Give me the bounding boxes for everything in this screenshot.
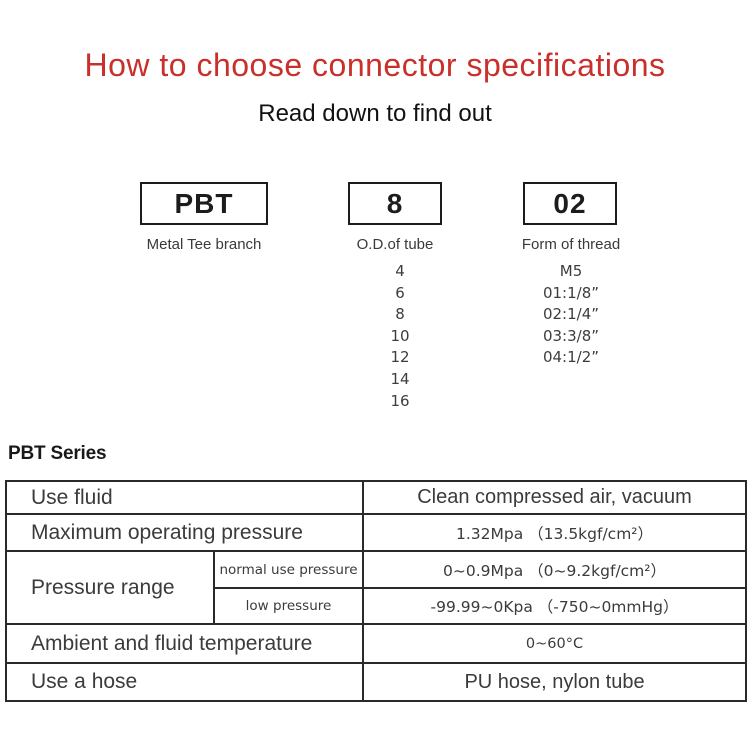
spec-sublabel-normal-pressure: normal use pressure: [212, 550, 365, 589]
thread-form-option: 01:1/8”: [542, 283, 600, 302]
thread-form-option: 03:3/8”: [542, 326, 600, 345]
tube-size-option: 6: [395, 283, 405, 302]
thread-form-option-list: M5 01:1/8” 02:1/4” 03:3/8” 04:1/2”: [543, 261, 599, 369]
thread-form-option: 02:1/4”: [542, 305, 600, 324]
table-row-hose: Use a hose PU hose, nylon tube: [4, 662, 748, 702]
code-label-thread: Form of thread: [521, 236, 621, 253]
code-label-tube-size: O.D.of tube: [356, 236, 434, 253]
thread-form-option: 04:1/2”: [542, 348, 600, 367]
tube-size-option: 12: [390, 348, 410, 367]
tube-size-option-list: 4 6 8 10 12 14 16: [390, 261, 409, 412]
table-row-normal-pressure: Pressure range normal use pressure 0~0.9…: [5, 550, 748, 625]
spec-label-use-fluid: Use fluid: [4, 480, 365, 515]
spec-value-use-fluid: Clean compressed air, vacuum: [362, 480, 748, 515]
code-box-series-text: PBT: [174, 187, 234, 219]
spec-value-temperature: 0~60°C: [362, 623, 748, 664]
spec-label-temperature: Ambient and fluid temperature: [4, 623, 365, 664]
tube-size-option: 10: [390, 326, 410, 345]
spec-label-pressure-range: Pressure range: [5, 550, 215, 625]
tube-size-option: 8: [395, 305, 405, 324]
code-box-tube-size-text: 8: [386, 187, 404, 219]
tube-size-option: 14: [390, 369, 410, 388]
page-subtitle: Read down to find out: [258, 100, 492, 127]
spec-label-max-pressure: Maximum operating pressure: [4, 513, 365, 552]
series-heading: PBT Series: [8, 443, 107, 464]
table-row-low-pressure: low pressure -99.99~0Kpa （-750~0mmHg）: [6, 587, 748, 625]
spec-value-max-pressure: 1.32Mpa （13.5kgf/cm²）: [362, 513, 748, 552]
spec-label-hose: Use a hose: [4, 662, 365, 702]
thread-form-option: M5: [559, 262, 583, 280]
spec-value-hose: PU hose, nylon tube: [362, 662, 748, 702]
table-row-temperature: Ambient and fluid temperature 0~60°C: [4, 623, 748, 664]
code-box-series: PBT: [140, 182, 268, 225]
code-box-thread: 02: [523, 182, 617, 225]
code-box-tube-size: 8: [348, 182, 442, 225]
table-row-max-pressure: Maximum operating pressure 1.32Mpa （13.5…: [4, 513, 748, 552]
spec-sublabel-low-pressure: low pressure: [212, 587, 365, 625]
tube-size-option: 16: [390, 391, 410, 410]
tube-size-option: 4: [395, 262, 405, 280]
code-box-thread-text: 02: [553, 187, 587, 219]
spec-value-low-pressure: -99.99~0Kpa （-750~0mmHg）: [362, 587, 748, 625]
code-label-series: Metal Tee branch: [146, 236, 262, 253]
spec-value-normal-pressure: 0~0.9Mpa （0~9.2kgf/cm²）: [362, 550, 748, 589]
page-title: How to choose connector specifications: [84, 47, 666, 83]
spec-table: Use fluid Clean compressed air, vacuum M…: [4, 480, 748, 702]
table-row-use-fluid: Use fluid Clean compressed air, vacuum: [4, 480, 748, 515]
